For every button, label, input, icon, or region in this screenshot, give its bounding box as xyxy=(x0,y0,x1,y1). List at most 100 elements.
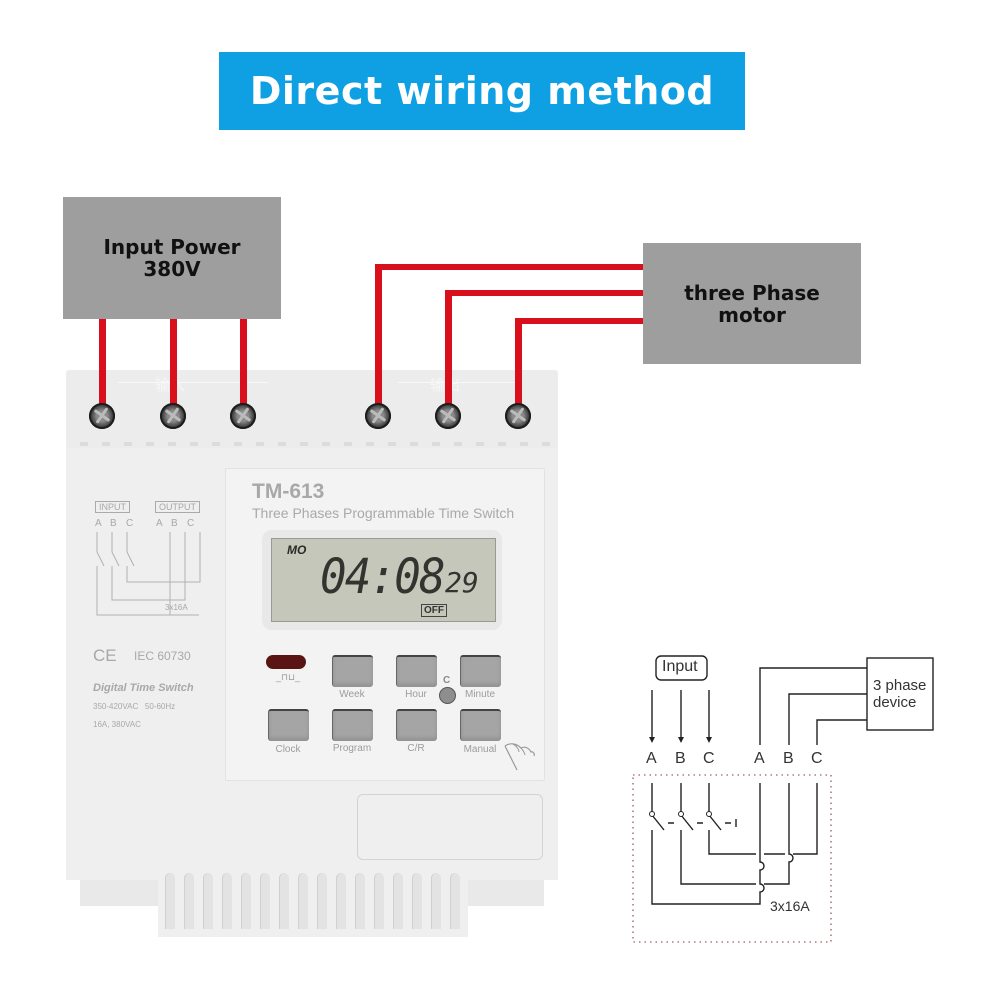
product-name: Digital Time Switch xyxy=(93,682,194,694)
cr-button[interactable] xyxy=(396,709,437,741)
printed-output-label: OUTPUT xyxy=(155,501,200,513)
vent-slot xyxy=(241,873,251,929)
printed-input-label: INPUT xyxy=(95,501,130,513)
vent-slot xyxy=(317,873,327,929)
label-insert-slot xyxy=(357,794,543,860)
terminal-strip xyxy=(66,370,558,448)
vent-slot xyxy=(260,873,270,929)
printed-rating: 3x16A xyxy=(165,603,188,612)
week-button[interactable] xyxy=(332,655,373,687)
printed-switch-schematic xyxy=(96,532,201,616)
three-phase-motor-box: three Phase motor xyxy=(643,243,861,364)
printed-output-phase-a: A xyxy=(156,518,163,529)
printed-input-phase-c: C xyxy=(126,518,134,529)
spec-voltage: 350-420VAC 50-60Hz xyxy=(93,702,176,711)
output-divider-line xyxy=(398,382,518,383)
motor-label-line1: three Phase xyxy=(684,280,820,305)
wire-output-b-horizontal xyxy=(445,290,643,296)
terminal-screw-input-c[interactable] xyxy=(230,403,256,429)
title-text: Direct wiring method xyxy=(249,69,715,113)
lcd-time: 04:08 xyxy=(320,549,446,605)
vent-slot xyxy=(298,873,308,929)
device-boundary-dotted xyxy=(632,774,832,943)
schematic-rating: 3x16A xyxy=(770,898,810,914)
lcd-seconds: 29 xyxy=(445,566,479,599)
led-pulse-symbol: _⊓⊔_ xyxy=(276,672,301,682)
terminal-screw-input-b[interactable] xyxy=(160,403,186,429)
status-led xyxy=(266,655,306,669)
hour-button-label: Hour xyxy=(405,689,427,700)
schematic-device-line1: 3 phase xyxy=(873,677,927,694)
schematic-device-line2: device xyxy=(873,694,917,711)
vent-slot xyxy=(184,873,194,929)
terminal-screw-output-b[interactable] xyxy=(435,403,461,429)
vent-slot xyxy=(165,873,175,929)
wire-input-c xyxy=(240,319,247,407)
program-button[interactable] xyxy=(332,709,373,741)
vent-slot xyxy=(412,873,422,929)
vent-slot xyxy=(374,873,384,929)
input-power-label: Input Power xyxy=(103,235,241,259)
manual-button-label: Manual xyxy=(463,744,497,755)
wire-output-a-vertical xyxy=(375,264,382,407)
title-banner: Direct wiring method xyxy=(219,52,745,130)
clear-label: C xyxy=(443,675,451,686)
lcd-day: MO xyxy=(287,543,307,557)
schematic-input-phase-b: B xyxy=(675,750,686,767)
schematic-output-phase-a: A xyxy=(754,750,765,767)
input-power-box: Input Power 380V xyxy=(63,197,281,319)
minute-button[interactable] xyxy=(460,655,501,687)
spec-current: 16A, 380VAC xyxy=(93,720,141,729)
terminal-screw-input-a[interactable] xyxy=(89,403,115,429)
standard-label: IEC 60730 xyxy=(134,649,191,663)
vent-slot xyxy=(393,873,403,929)
ce-mark: CE xyxy=(93,646,117,665)
vent-slot xyxy=(431,873,441,929)
printed-output-phase-b: B xyxy=(171,518,178,529)
printed-input-phase-b: B xyxy=(110,518,117,529)
schematic-output-phase-b: B xyxy=(783,750,794,767)
terminal-screw-output-c[interactable] xyxy=(505,403,531,429)
schematic-input-phase-a: A xyxy=(646,750,657,767)
wire-output-c-horizontal xyxy=(515,318,643,324)
schematic-input-phase-c: C xyxy=(703,750,715,767)
vent-slot xyxy=(336,873,346,929)
schematic-input-box xyxy=(655,655,708,681)
schematic-output-phase-c: C xyxy=(811,750,823,767)
motor-label-line2: motor xyxy=(718,302,786,327)
schematic-input-label: Input xyxy=(662,658,698,675)
minute-button-label: Minute xyxy=(464,689,495,700)
wire-input-b xyxy=(170,319,177,407)
clear-reset-hole[interactable] xyxy=(439,687,456,704)
program-button-label: Program xyxy=(332,743,372,754)
mounting-tab-right xyxy=(468,876,544,906)
wire-input-a xyxy=(99,319,106,407)
wire-output-c-vertical xyxy=(515,318,522,407)
clock-button-label: Clock xyxy=(275,744,301,755)
input-divider-line xyxy=(118,382,268,383)
input-power-voltage: 380V xyxy=(143,257,201,281)
vent-slot xyxy=(450,873,460,929)
mounting-tab-left xyxy=(80,876,160,906)
week-button-label: Week xyxy=(339,689,365,700)
vent-slot xyxy=(279,873,289,929)
cr-button-label: C/R xyxy=(407,743,425,754)
vent-slot xyxy=(355,873,365,929)
printed-input-phase-a: A xyxy=(95,518,102,529)
vent-slot xyxy=(203,873,213,929)
terminal-strip-edge xyxy=(66,442,558,446)
hour-button[interactable] xyxy=(396,655,437,687)
terminal-screw-output-a[interactable] xyxy=(365,403,391,429)
printed-output-phase-c: C xyxy=(187,518,195,529)
wire-output-a-horizontal xyxy=(375,264,643,270)
vent-slot xyxy=(222,873,232,929)
manual-button[interactable] xyxy=(460,709,501,741)
lcd-display xyxy=(271,538,496,622)
model-number: TM-613 xyxy=(252,480,325,503)
wiring-schematic xyxy=(632,655,934,943)
clock-button[interactable] xyxy=(268,709,309,741)
hand-pointer-icon xyxy=(504,743,535,771)
ventilation-slots xyxy=(165,873,465,929)
device-subtitle: Three Phases Programmable Time Switch xyxy=(252,505,515,521)
lcd-status: OFF xyxy=(421,604,447,617)
